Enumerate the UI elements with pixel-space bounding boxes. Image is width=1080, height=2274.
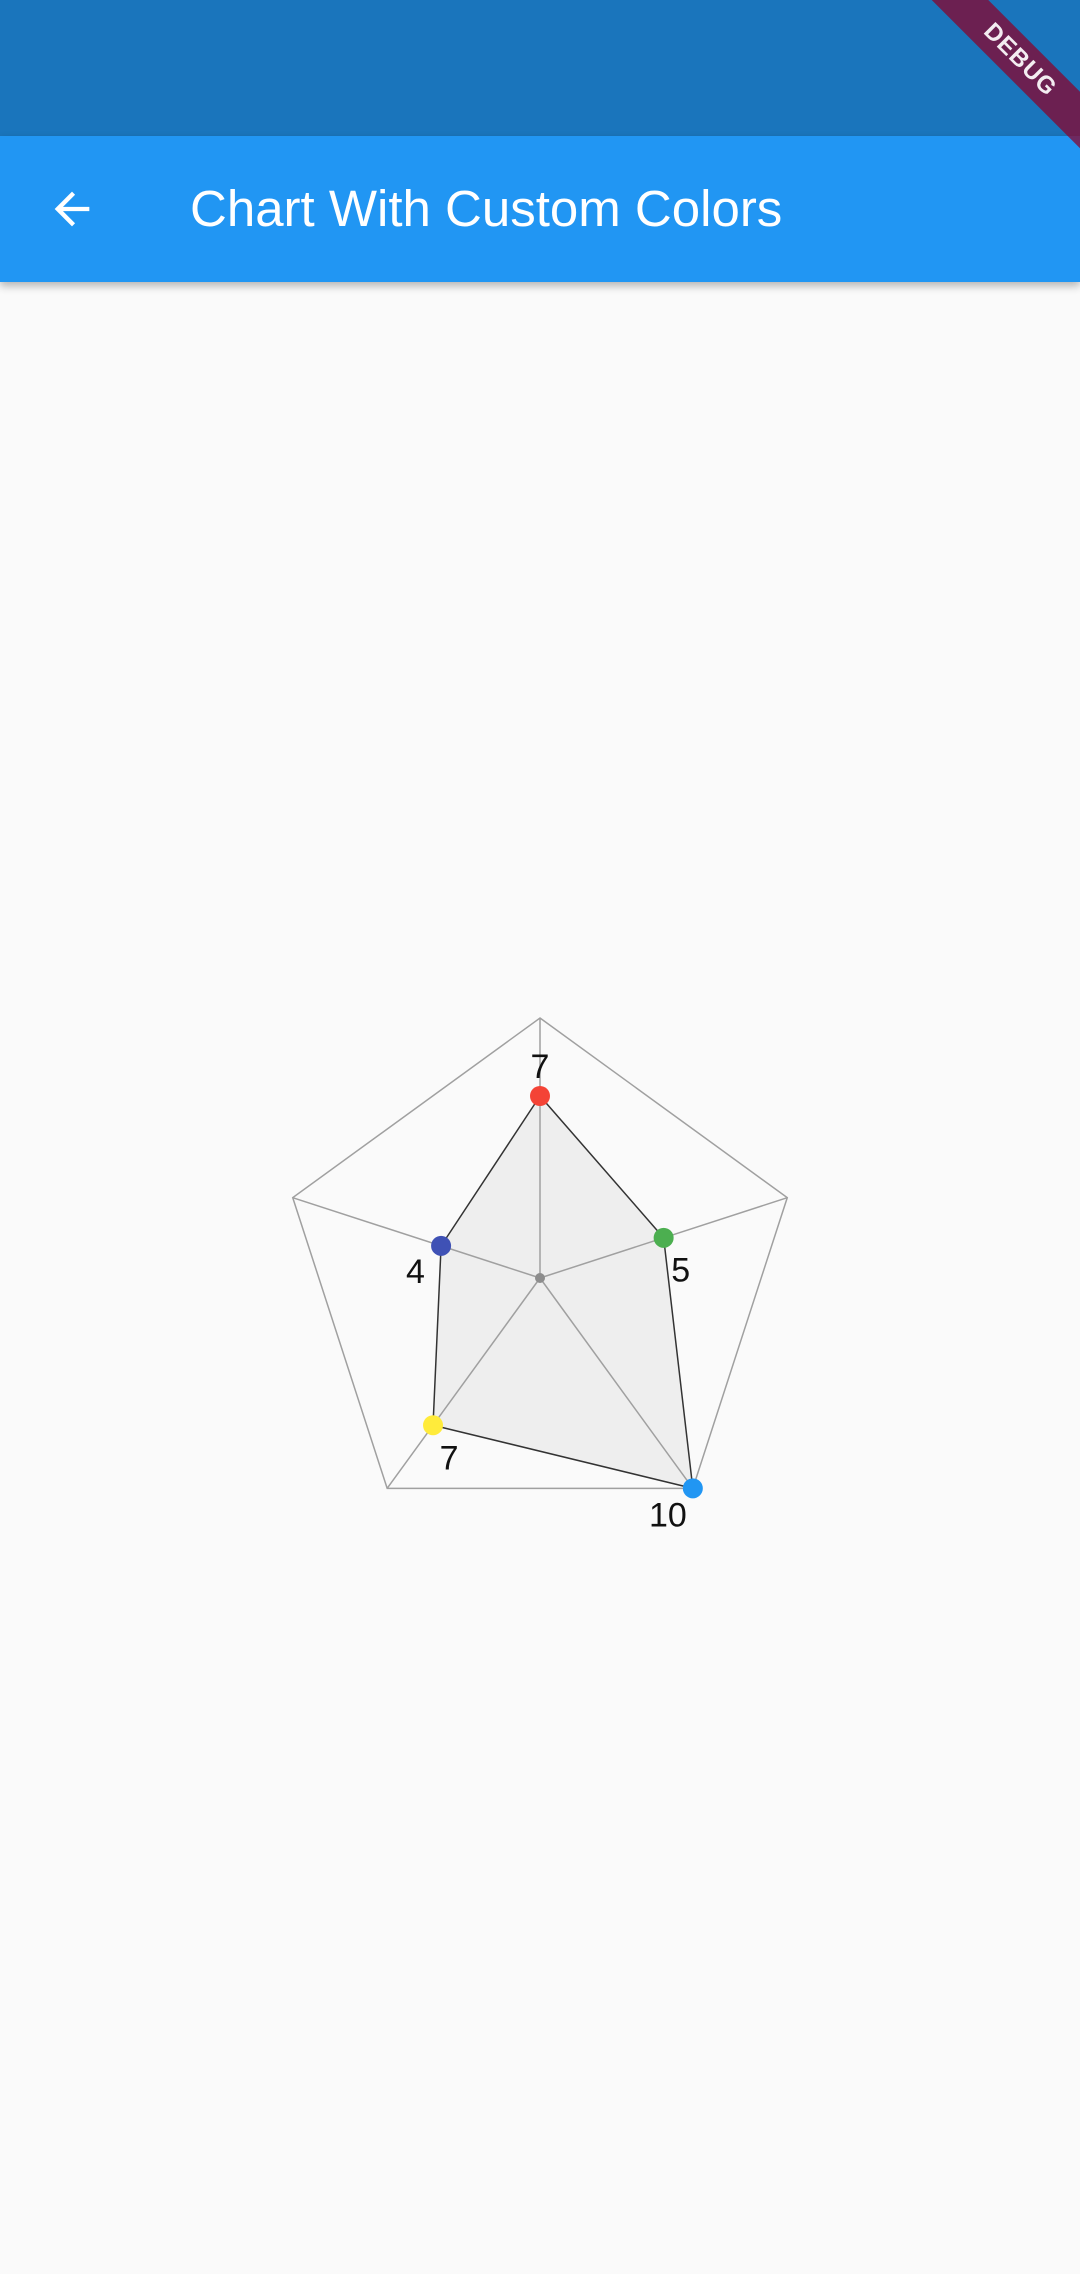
radar-data-label: 7 bbox=[531, 1048, 550, 1086]
radar-grid-outline bbox=[291, 1017, 789, 1490]
arrow-back-icon bbox=[54, 191, 90, 227]
radar-chart: 7 5 10 7 4 bbox=[291, 1017, 789, 1534]
radar-data-point bbox=[530, 1086, 550, 1106]
page-title: Chart With Custom Colors bbox=[190, 180, 783, 237]
radar-data-label: 4 bbox=[406, 1253, 425, 1291]
radar-data-point bbox=[682, 1478, 703, 1499]
radar-spoke bbox=[292, 1196, 541, 1279]
status-bar bbox=[0, 0, 1080, 136]
radar-center-dot bbox=[535, 1273, 545, 1283]
radar-spoke bbox=[386, 1277, 541, 1489]
app-bar: Chart With Custom Colors bbox=[0, 136, 1080, 282]
radar-data-point bbox=[653, 1227, 674, 1248]
radar-data-label: 5 bbox=[671, 1252, 690, 1290]
radar-data-point bbox=[423, 1415, 444, 1436]
radar-spoke bbox=[539, 1277, 694, 1489]
radar-data-label: 10 bbox=[649, 1496, 687, 1534]
radar-data-label: 7 bbox=[440, 1439, 459, 1477]
back-button[interactable] bbox=[32, 169, 112, 249]
radar-series-area bbox=[432, 1095, 694, 1490]
radar-data-point bbox=[431, 1235, 452, 1256]
chart-area: 7 5 10 7 4 bbox=[0, 282, 1080, 2274]
